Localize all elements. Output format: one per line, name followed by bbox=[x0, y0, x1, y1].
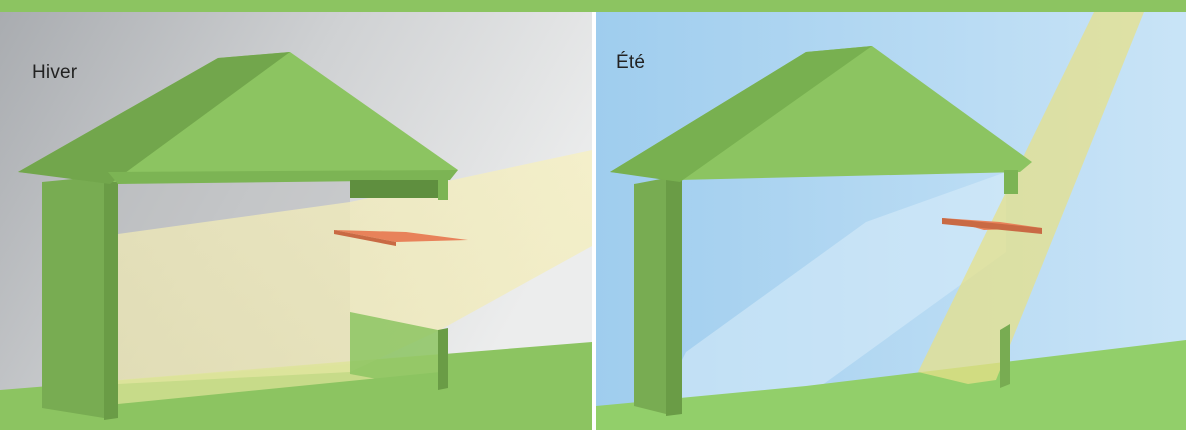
winter-panel: Hiver bbox=[0, 12, 592, 430]
summer-panel: Été bbox=[596, 12, 1186, 430]
winter-illustration bbox=[0, 12, 592, 430]
winter-label: Hiver bbox=[32, 62, 77, 84]
summer-label: Été bbox=[616, 52, 645, 74]
summer-overhang bbox=[1004, 170, 1018, 194]
summer-lower-wall bbox=[1000, 324, 1010, 388]
summer-illustration bbox=[596, 12, 1186, 430]
winter-overhang-edge bbox=[438, 178, 448, 200]
top-banner bbox=[0, 0, 1186, 12]
winter-left-wall-side bbox=[42, 176, 104, 418]
summer-left-wall-edge bbox=[666, 178, 682, 416]
summer-left-wall-side bbox=[634, 178, 666, 414]
winter-left-wall-edge bbox=[104, 176, 118, 420]
winter-lower-wall-edge bbox=[438, 328, 448, 390]
winter-overhang bbox=[350, 180, 438, 198]
